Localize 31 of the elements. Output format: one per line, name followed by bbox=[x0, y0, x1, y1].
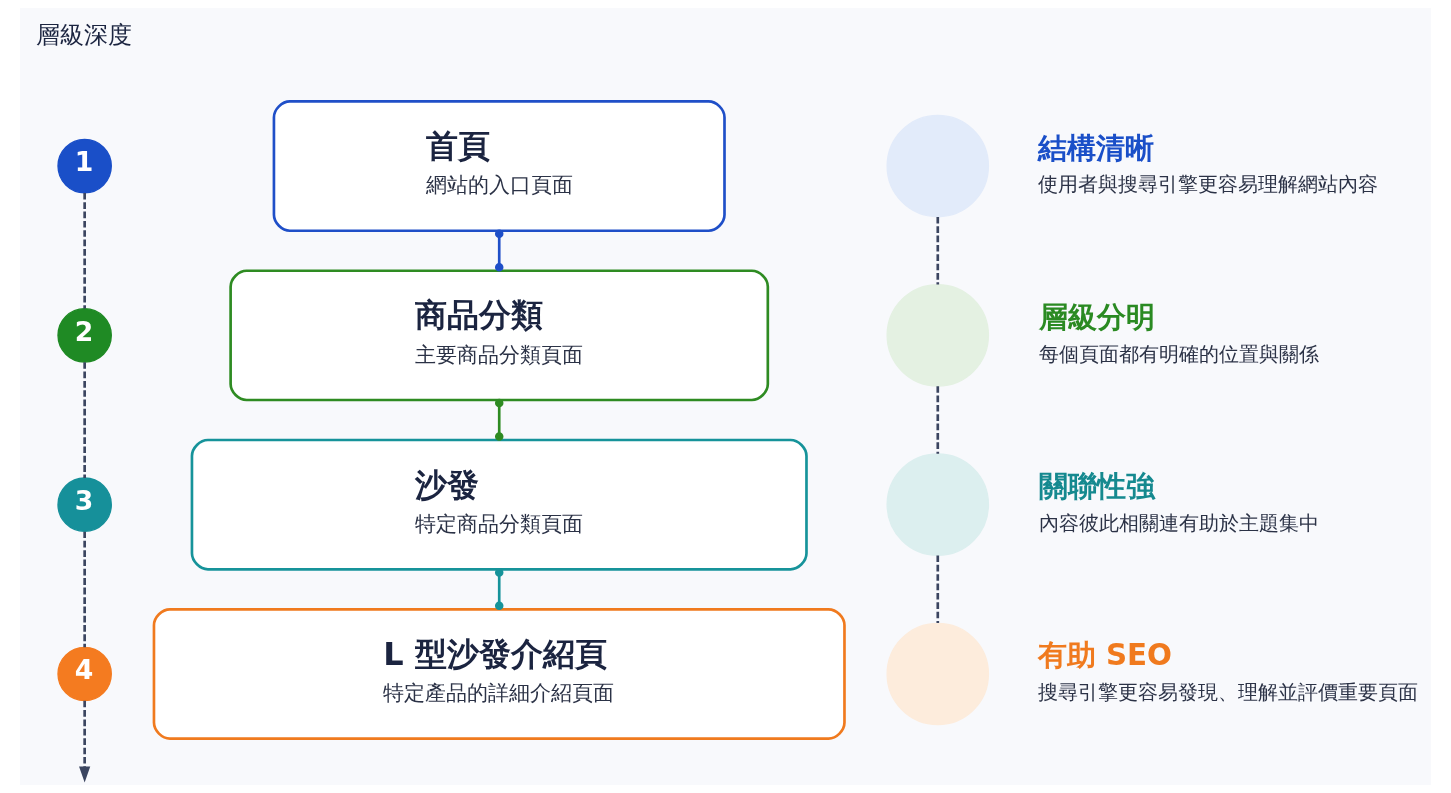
node-box: 首頁 網站的入口頁面 bbox=[272, 100, 726, 233]
connector bbox=[83, 531, 86, 648]
label: 層級深度 bbox=[36, 21, 132, 50]
node-circle bbox=[886, 284, 990, 387]
connector bbox=[936, 386, 940, 454]
node-label: 搜尋引擎更容易發現、理解並評價重要頁面 bbox=[1037, 680, 1418, 705]
node-label: 內容彼此相關連有助於主題集中 bbox=[1039, 510, 1320, 535]
node-box: 商品分類 主要商品分類頁面 bbox=[229, 269, 770, 402]
connector bbox=[936, 216, 940, 285]
connector bbox=[936, 555, 940, 623]
node-circle bbox=[886, 453, 990, 556]
connector bbox=[494, 398, 504, 441]
node-label: 結構清晰 bbox=[1037, 130, 1154, 165]
node-circle: 3 bbox=[57, 477, 112, 532]
connector bbox=[83, 193, 86, 309]
node-circle bbox=[886, 622, 990, 726]
node-circle bbox=[886, 114, 990, 218]
node-label: 層級分明 bbox=[1039, 299, 1156, 334]
connector bbox=[494, 229, 504, 272]
connector bbox=[494, 568, 504, 611]
node-box: 沙發 特定商品分類頁面 bbox=[190, 438, 808, 571]
node-label: 每個頁面都有明確的位置與關係 bbox=[1039, 341, 1320, 366]
arrow bbox=[79, 700, 91, 783]
node-circle: 2 bbox=[57, 308, 112, 363]
node-label: 有助 SEO bbox=[1037, 638, 1173, 673]
connector bbox=[83, 362, 86, 478]
node-box: L 型沙發介紹頁 特定產品的詳細介紹頁面 bbox=[152, 607, 846, 740]
node-circle: 1 bbox=[57, 138, 112, 194]
node-circle: 4 bbox=[57, 646, 112, 702]
node-label: 關聯性強 bbox=[1039, 469, 1156, 504]
node-label: 使用者與搜尋引擎更容易理解網站內容 bbox=[1037, 172, 1378, 197]
